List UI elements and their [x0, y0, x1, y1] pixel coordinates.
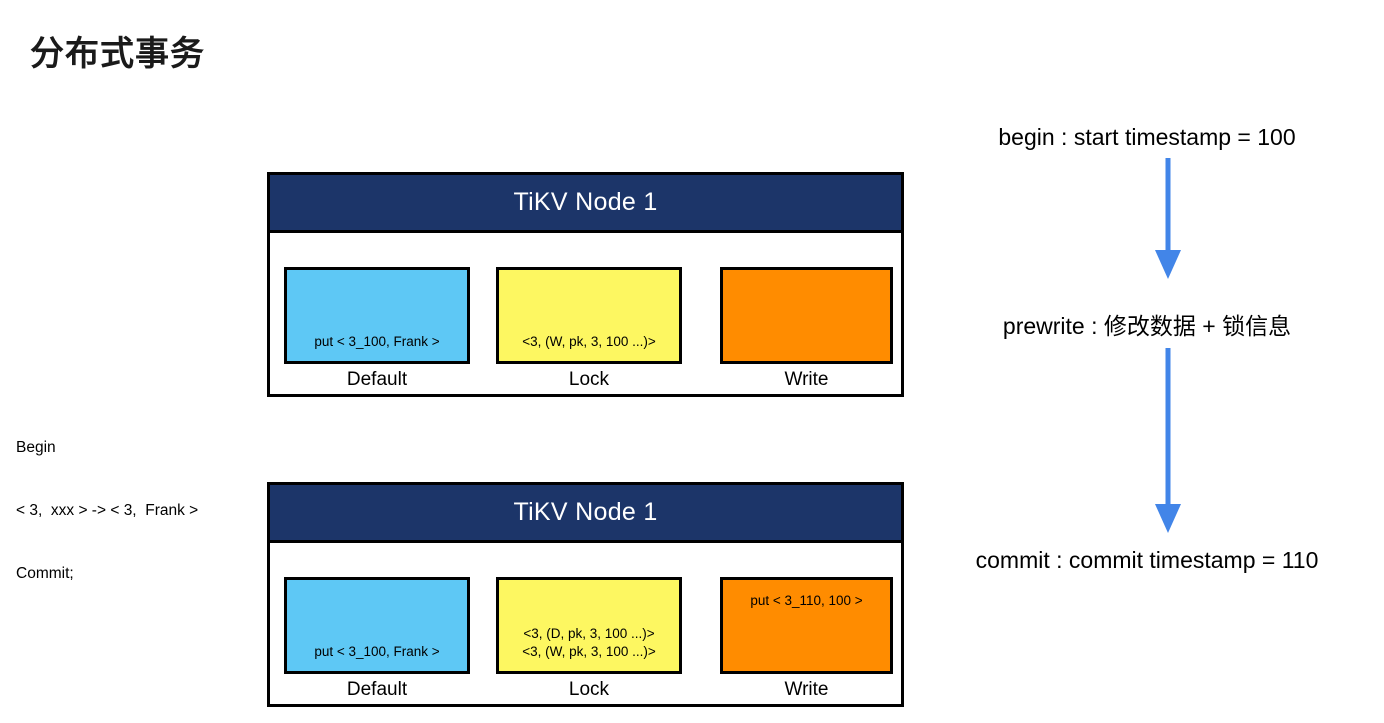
default-cf-label: Default: [346, 369, 408, 390]
lock-cf-label: Lock: [568, 679, 610, 700]
page-title: 分布式事务: [30, 35, 205, 73]
write-cf-box: put < 3_110, 100 >: [720, 577, 893, 674]
column-family-lock: <3, (D, pk, 3, 100 ...)> <3, (W, pk, 3, …: [496, 577, 682, 701]
timeline-step-commit: commit : commit timestamp = 110: [975, 547, 1319, 573]
sql-snippet: Begin < 3, xxx > -> < 3, Frank > Commit;: [16, 395, 198, 605]
transaction-timeline: begin : start timestamp = 100 prewrite :…: [910, 0, 1384, 723]
column-family-default: put < 3_100, Frank > Default: [284, 577, 470, 701]
tikv-node-header: TiKV Node 1: [270, 485, 901, 543]
default-cf-label: Default: [346, 679, 408, 700]
timeline-step-prewrite: prewrite : 修改数据 + 锁信息: [1002, 313, 1292, 339]
column-family-write: Write: [720, 267, 893, 391]
column-families-row: put < 3_100, Frank > Default <3, (W, pk,…: [270, 233, 901, 397]
sql-line-commit: Commit;: [16, 565, 74, 582]
lock-cf-label: Lock: [568, 369, 610, 390]
default-cf-box: put < 3_100, Frank >: [284, 267, 470, 364]
column-family-default: put < 3_100, Frank > Default: [284, 267, 470, 391]
tikv-node-card-prewrite: TiKV Node 1 put < 3_100, Frank > Default…: [267, 172, 904, 397]
tikv-node-header: TiKV Node 1: [270, 175, 901, 233]
lock-cf-box: <3, (W, pk, 3, 100 ...)>: [496, 267, 682, 364]
column-families-row: put < 3_100, Frank > Default <3, (D, pk,…: [270, 543, 901, 707]
default-cf-box: put < 3_100, Frank >: [284, 577, 470, 674]
tikv-node-card-commit: TiKV Node 1 put < 3_100, Frank > Default…: [267, 482, 904, 707]
column-family-write: put < 3_110, 100 > Write: [720, 577, 893, 701]
down-arrow-icon: [1153, 158, 1183, 280]
column-family-lock: <3, (W, pk, 3, 100 ...)> Lock: [496, 267, 682, 391]
down-arrow-icon: [1153, 348, 1183, 534]
write-cf-box: [720, 267, 893, 364]
sql-line-begin: Begin: [16, 439, 56, 456]
write-cf-label: Write: [784, 679, 829, 700]
write-cf-label: Write: [784, 369, 829, 390]
timeline-step-begin: begin : start timestamp = 100: [998, 124, 1296, 150]
sql-line-update: < 3, xxx > -> < 3, Frank >: [16, 502, 199, 519]
lock-cf-box: <3, (D, pk, 3, 100 ...)> <3, (W, pk, 3, …: [496, 577, 682, 674]
